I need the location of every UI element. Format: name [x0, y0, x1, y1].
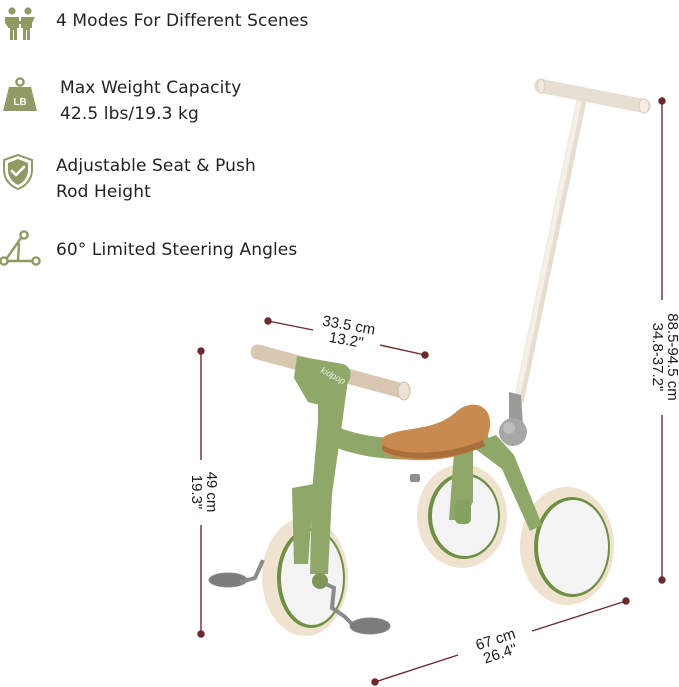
steering-angle-icon [0, 230, 41, 266]
feature-text: 4 Modes For Different Scenes [56, 11, 309, 31]
feature-modes: 4 Modes For Different Scenes [0, 6, 308, 46]
feature-text: 60° Limited Steering Angles [56, 240, 298, 260]
dimension-lines [197, 97, 666, 686]
handlebar: kidpop [250, 344, 411, 405]
rod-height-metric: 88.5-94.5 cm [664, 313, 679, 401]
shield-check-icon [3, 153, 33, 191]
pedals [208, 559, 391, 635]
feature-text: Rod Height [56, 182, 151, 202]
rod-height-imperial: 34.8-37.2" [649, 323, 666, 392]
seat [381, 404, 491, 482]
handlebar-width-imperial: 13.2" [328, 329, 365, 352]
feature-text: Max Weight Capacity [60, 78, 242, 98]
people-icon [5, 7, 35, 40]
feature-text: Adjustable Seat & Push [56, 156, 256, 176]
fork [292, 380, 348, 589]
push-rod [499, 78, 651, 446]
feature-text: 42.5 lbs/19.3 kg [60, 104, 199, 124]
rear-wheel-right [520, 487, 614, 605]
svg-text:LB: LB [13, 97, 26, 108]
feature-adjustable: Adjustable Seat & Push Rod Height [0, 153, 256, 205]
seat-height-metric: 49 cm [203, 472, 220, 513]
feature-steering: 60° Limited Steering Angles [0, 229, 297, 269]
feature-weight: LB Max Weight Capacity 42.5 lbs/19.3 kg [0, 75, 241, 127]
weight-lb-icon: LB [3, 77, 37, 111]
seat-height-imperial: 19.3" [188, 475, 205, 510]
